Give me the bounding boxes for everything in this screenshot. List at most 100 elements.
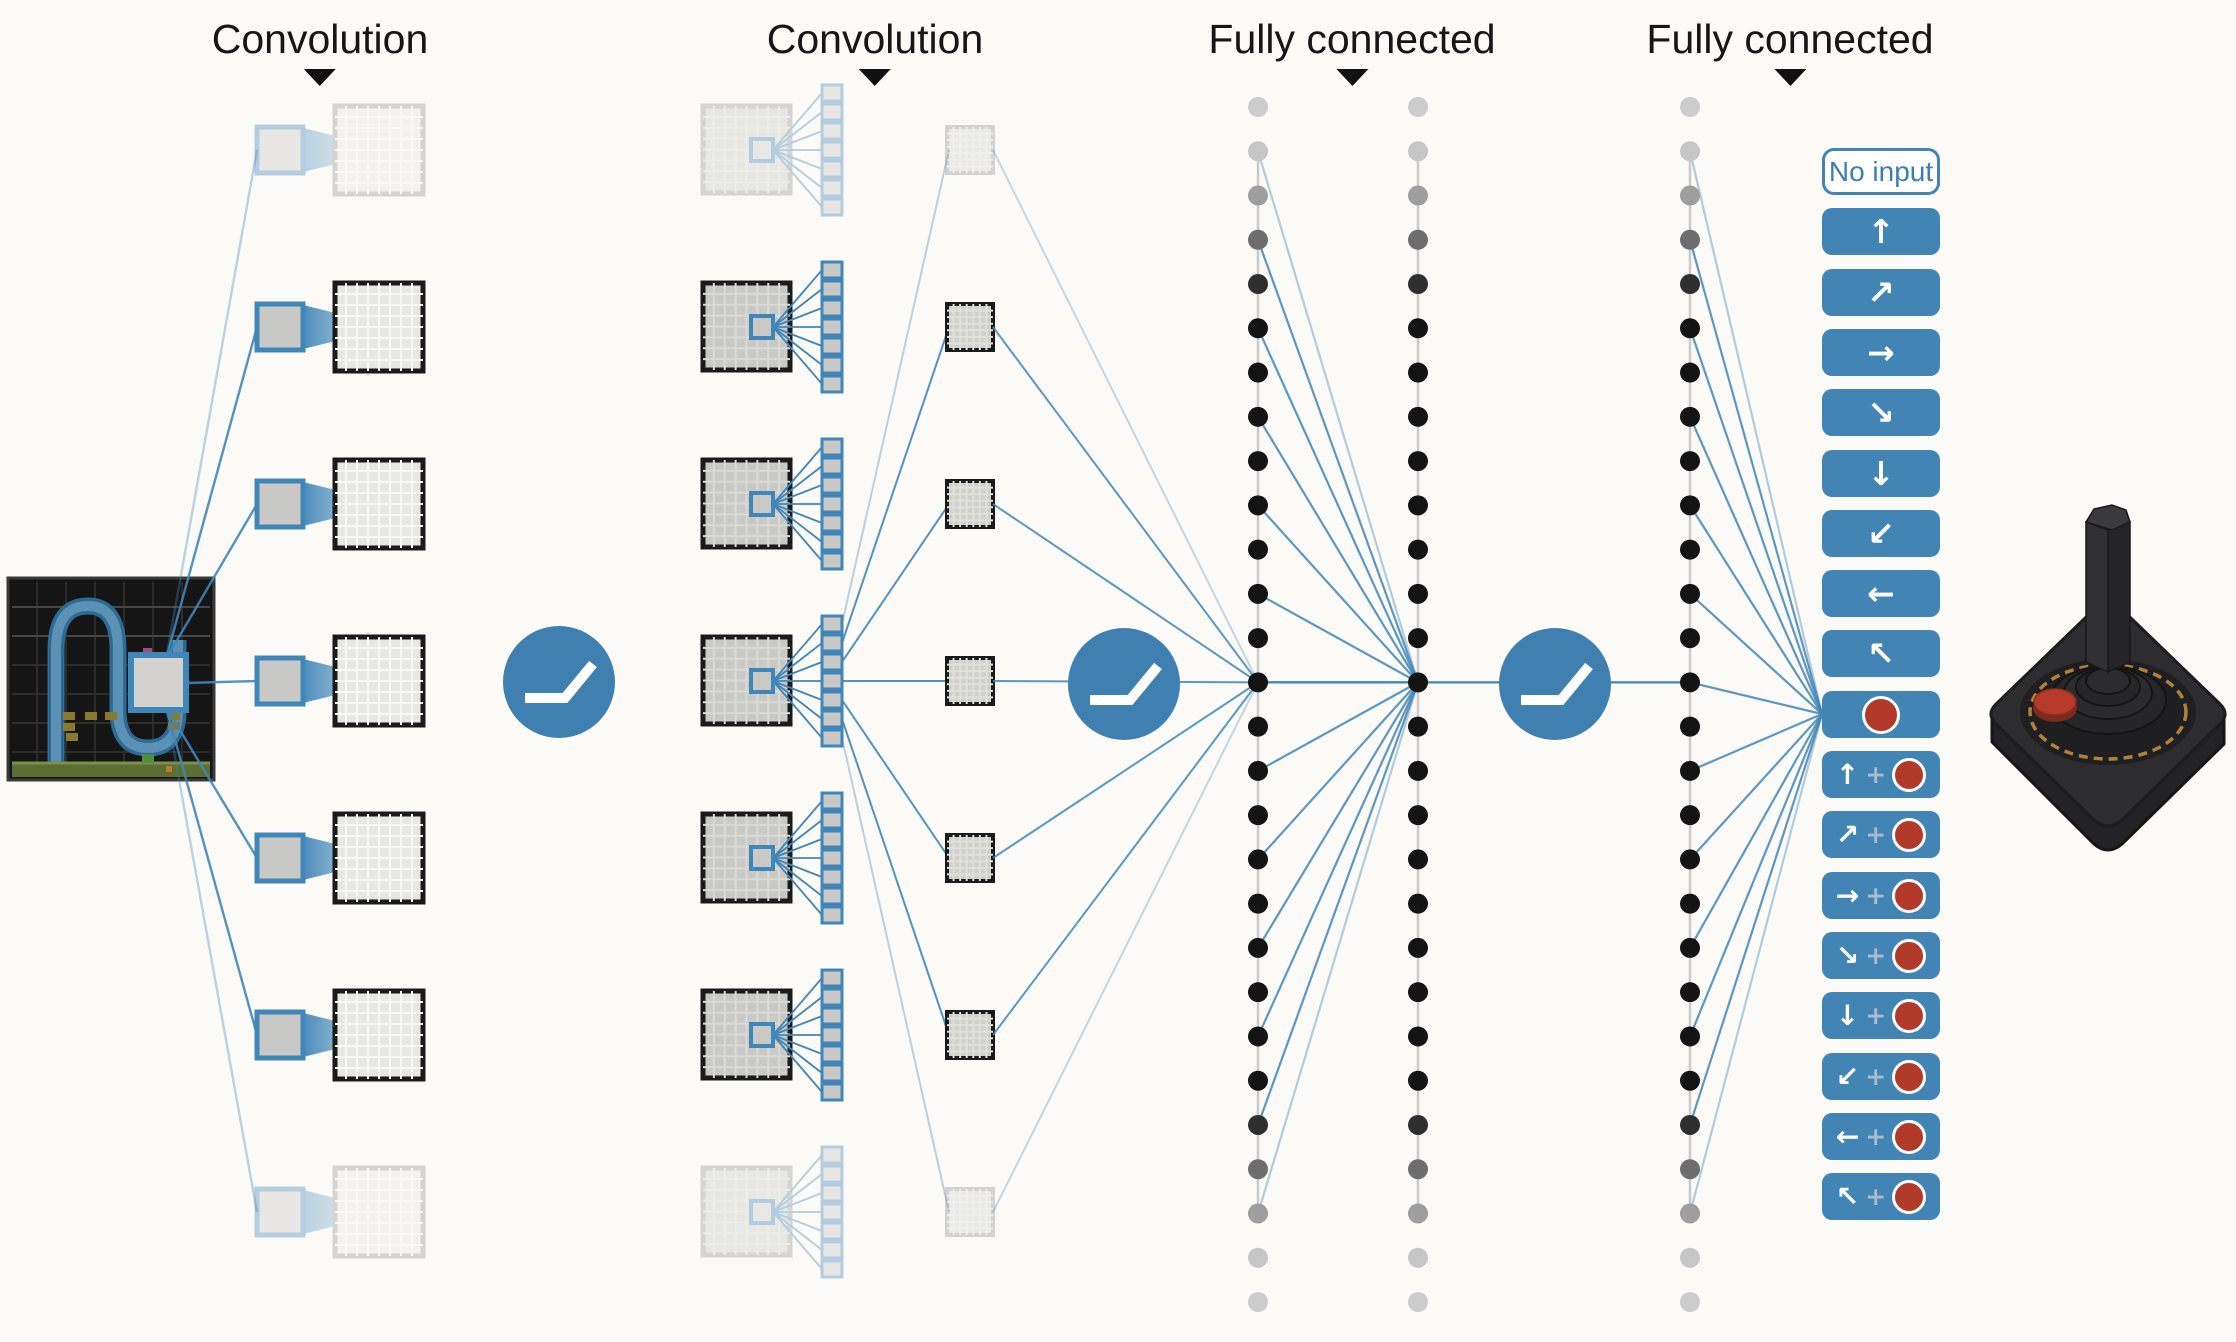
action-button-left: ← — [1822, 570, 1940, 617]
relu-activation-icon — [503, 626, 615, 738]
feature-map — [945, 479, 995, 529]
action-button-up-fire: ↑+ — [1822, 751, 1940, 798]
fc-dot — [1680, 362, 1700, 383]
right-arrow-icon: → — [1835, 878, 1860, 912]
fc-dot — [1408, 1026, 1428, 1047]
fc-dot — [1408, 1114, 1428, 1135]
fc-dot — [1408, 274, 1428, 295]
fc-dot — [1680, 1114, 1700, 1135]
down-triangle-icon — [1335, 69, 1368, 86]
conv2-unit — [700, 83, 844, 217]
action-button-down-fire: ↓+ — [1822, 992, 1940, 1039]
conv1-unit — [254, 103, 426, 197]
action-button-down-right: ↘ — [1822, 389, 1940, 436]
action-button-fire — [1822, 691, 1940, 738]
action-button-no-input: No input — [1822, 148, 1940, 195]
fc-dot — [1248, 1070, 1268, 1091]
action-button-up-right: ↗ — [1822, 269, 1940, 316]
fc-dot — [1248, 672, 1268, 693]
fc-dot — [1408, 805, 1428, 826]
conv1-unit — [254, 634, 426, 728]
fc-dot — [1408, 716, 1428, 737]
fc-dot — [1408, 406, 1428, 427]
conv2-unit — [700, 614, 844, 748]
fc-input-column — [1248, 97, 1268, 1312]
fc-dot — [1248, 229, 1268, 250]
fc-dot — [1680, 672, 1700, 693]
conv1-unit — [254, 988, 426, 1082]
layer-label-fully-connected-2: Fully connected — [1646, 16, 1934, 86]
fc-dot — [1248, 716, 1268, 737]
layer-label-fully-connected-1: Fully connected — [1208, 16, 1496, 86]
fc-dot — [1408, 229, 1428, 250]
fc-dot — [1408, 583, 1428, 604]
fc-dot — [1248, 1247, 1268, 1268]
fc-dot — [1248, 1292, 1268, 1312]
fc-dot — [1408, 1247, 1428, 1268]
conv2-unit — [700, 260, 844, 394]
fc-dot — [1680, 495, 1700, 516]
fc-dot — [1248, 1026, 1268, 1047]
down-triangle-icon — [859, 69, 891, 86]
fc-dot — [1408, 628, 1428, 649]
fc-dot — [1248, 539, 1268, 560]
plus-sign: + — [1865, 1122, 1887, 1151]
down-right-arrow-icon: ↘ — [1867, 393, 1895, 432]
filter-to-map-connections — [841, 149, 950, 1213]
fc-dot — [1408, 760, 1428, 781]
fc-dot — [1248, 805, 1268, 826]
fc-dot — [1680, 893, 1700, 914]
fc-dot — [1408, 1292, 1428, 1312]
input-patch-connections — [164, 149, 259, 1213]
fc-dot — [1680, 982, 1700, 1003]
feature-map — [945, 656, 995, 706]
fc-dot — [1248, 451, 1268, 472]
fc-dot — [1680, 1026, 1700, 1047]
fc-dot — [1408, 451, 1428, 472]
fc-dot — [1680, 1070, 1700, 1091]
fc-dot — [1680, 406, 1700, 427]
layer-label-text: Fully connected — [1646, 16, 1934, 62]
fc-dot — [1680, 539, 1700, 560]
fc-dot — [1408, 937, 1428, 958]
fc-dot — [1248, 318, 1268, 339]
layer-label-convolution-1: Convolution — [212, 16, 428, 86]
fc-dot — [1680, 716, 1700, 737]
fc-dot — [1680, 318, 1700, 339]
action-button-down-left-fire: ↙+ — [1822, 1053, 1940, 1100]
fc-dot — [1248, 1203, 1268, 1224]
plus-sign: + — [1865, 760, 1887, 789]
action-button-up-left-fire: ↖+ — [1822, 1173, 1940, 1220]
feature-map — [945, 302, 995, 352]
plus-sign: + — [1865, 1062, 1887, 1091]
map-to-fc-connections — [992, 149, 1259, 1213]
fc-dot — [1680, 229, 1700, 250]
up-arrow-icon: ↑ — [1867, 212, 1895, 251]
up-left-arrow-icon: ↖ — [1835, 1179, 1860, 1213]
up-right-arrow-icon: ↗ — [1835, 817, 1860, 851]
atari-joystick-illustration — [1989, 504, 2227, 852]
fire-button-icon — [1892, 757, 1927, 792]
fc-dot — [1680, 937, 1700, 958]
action-button-up: ↑ — [1822, 208, 1940, 255]
action-button-down-left: ↙ — [1822, 510, 1940, 557]
fc-dot — [1408, 893, 1428, 914]
plus-sign: + — [1865, 941, 1887, 970]
relu-activation-icon — [1068, 628, 1180, 740]
fc1-connections — [1256, 150, 1690, 1214]
fc-dot — [1248, 406, 1268, 427]
fc-dot — [1248, 849, 1268, 870]
fc-dot — [1408, 362, 1428, 383]
fire-button-icon — [1862, 695, 1900, 734]
fc-dot — [1680, 583, 1700, 604]
fc2-to-action-connections — [1688, 151, 1824, 1214]
action-button-right-fire: →+ — [1822, 872, 1940, 919]
plus-sign: + — [1865, 881, 1887, 910]
fc-dot — [1680, 274, 1700, 295]
plus-sign: + — [1865, 1001, 1887, 1030]
fire-button-icon — [1892, 1059, 1927, 1094]
no-input-label: No input — [1828, 155, 1934, 187]
down-arrow-icon: ↓ — [1867, 454, 1895, 493]
left-arrow-icon: ← — [1867, 574, 1895, 613]
down-right-arrow-icon: ↘ — [1835, 938, 1860, 972]
